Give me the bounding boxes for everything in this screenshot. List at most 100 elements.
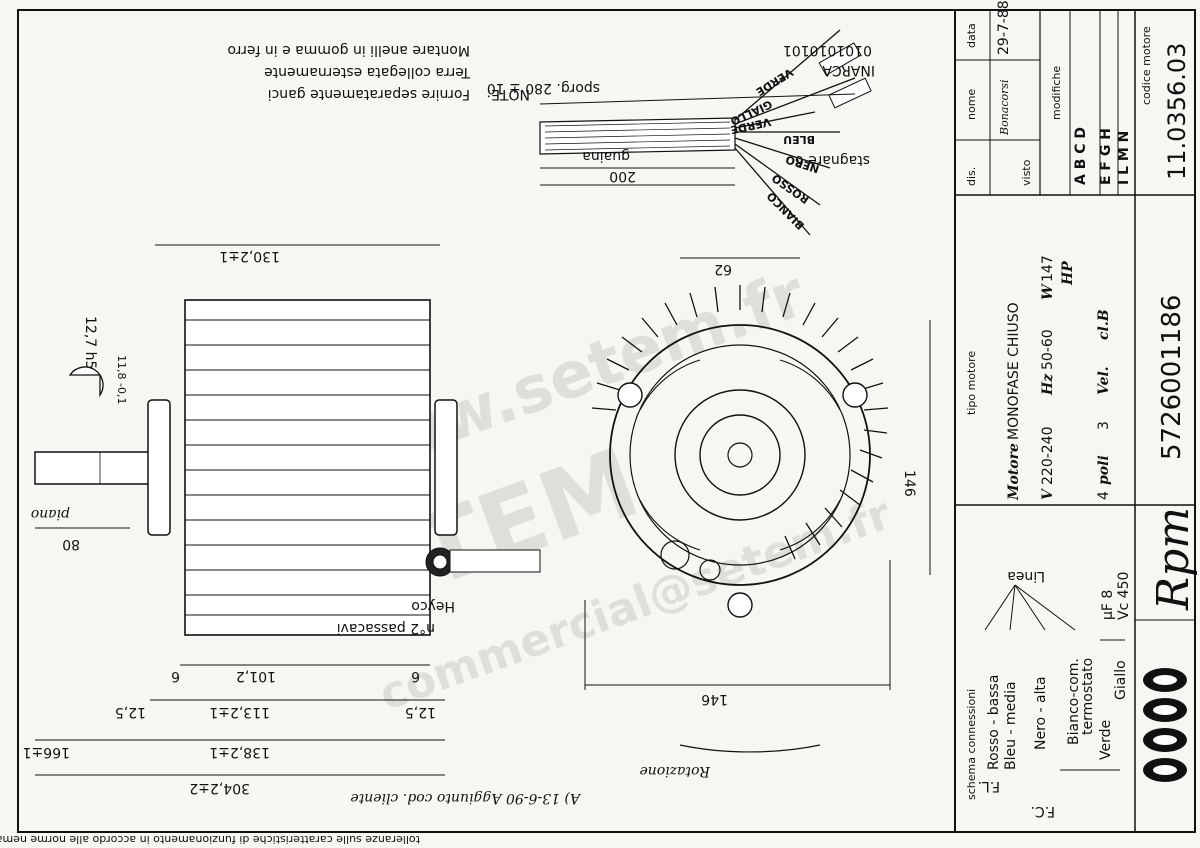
label-motore: Motore [1006, 443, 1022, 501]
label-inarca-code: 0101010101 [783, 42, 872, 58]
cable-bundle: VERDE GIALLO VERDE BLEU NERO ROSSO BIANC… [487, 29, 875, 236]
mod-row-2: E F G H [1098, 128, 1114, 185]
label-fc: F.C. [1031, 803, 1055, 819]
wire-label-bleu: BLEU [783, 133, 815, 146]
dim-sporg: sporg. 280 ± 10 [487, 80, 600, 96]
vel-value: 3 [1096, 421, 1112, 430]
label-codice-motore: codice motore [1140, 26, 1153, 105]
left-flange [147, 399, 171, 536]
designer-name: Bonacorsi [998, 79, 1011, 136]
revision-note: A) 13-6-90 Aggiunto cod. cliente [350, 790, 582, 806]
schema-wire-verde: Verde [1098, 720, 1114, 760]
dim-guaina-200: 200 [609, 168, 636, 184]
motor-fins [185, 319, 430, 616]
motor-front-view [591, 285, 889, 753]
codice-motore: 11.0356.03 [1163, 43, 1191, 180]
notes-block: Fornire separatamente ganci Terra colleg… [227, 42, 530, 102]
dim-stagnare: stagnare 6 [795, 152, 870, 168]
motor-side-view [34, 299, 541, 636]
dim-top-length: 130,2±1 [219, 248, 280, 264]
motor-body [184, 299, 431, 636]
design-date: 29-7-88 [996, 0, 1012, 55]
terminal-2 [828, 77, 872, 109]
note-line-1: Fornire separatamente ganci [268, 86, 470, 102]
schema-wire-rosso: Rosso - bassa [986, 675, 1002, 770]
label-modifiche: modifiche [1050, 66, 1063, 120]
note-line-2: Terra collegata esternamente [264, 64, 471, 80]
dim-flat: 80 [62, 536, 80, 552]
dim-body-length: 138,2±1 [209, 744, 270, 760]
mod-row-1: A B C D [1073, 127, 1089, 185]
label-guaina: guaina [582, 148, 630, 164]
label-voltage: V [1040, 487, 1056, 500]
label-tipo-motore: tipo motore [965, 351, 978, 415]
front-dimensions [584, 257, 931, 690]
label-hp: HP [1060, 261, 1076, 286]
terminal-1 [818, 42, 862, 76]
mount-hole-2 [842, 382, 868, 408]
drawing-frame [17, 9, 1196, 833]
front-mid-ring [629, 344, 851, 566]
label-inarca: INARCA [822, 62, 875, 78]
brand-logo: Rpm [1148, 507, 1199, 611]
schema-wiring-lines [984, 584, 1125, 771]
hz-value: 50-60 [1040, 329, 1056, 370]
dim-shaft-length: 166±1 [23, 744, 70, 760]
dim-step-left: 6 [171, 668, 180, 684]
label-hz: Hz [1040, 373, 1056, 396]
wire-bianco [734, 147, 811, 236]
wire-rosso [734, 143, 821, 206]
dim-side-right: 12,5 [405, 704, 436, 720]
dim-hole-spacing: 62 [714, 261, 732, 277]
dim-front-width: 146 [701, 691, 728, 707]
wire-giallo [734, 77, 856, 125]
wire-nero [734, 137, 831, 169]
label-passacavi-brand: Heyco [411, 598, 455, 614]
schema-wire-bleu: Bleu - media [1003, 681, 1019, 770]
label-vel: Vel. [1096, 366, 1112, 395]
front-shaft-hole [727, 442, 753, 468]
label-linea: Linea [1007, 568, 1045, 584]
watt-value: 147 [1040, 255, 1056, 282]
label-schema: schema connessioni [965, 689, 978, 800]
cooling-fins [591, 285, 889, 560]
dim-side-left: 12,5 [115, 704, 146, 720]
mount-hole-3 [727, 592, 753, 618]
dim-shaft-diameter: 12,7 h5 [82, 316, 98, 369]
side-cable [449, 549, 541, 573]
side-dim-labels: 130,2±1 304,2±2 166±1 138,2±1 113,2±1 10… [23, 248, 455, 796]
schema-wire-giallo: Giallo [1113, 660, 1129, 700]
title-block [954, 10, 1195, 832]
capacitor-vc: Vc 450 [1116, 572, 1132, 620]
poli-value: 4 [1096, 491, 1112, 500]
voltage-value: 220-240 [1040, 427, 1056, 486]
side-dimensions [35, 244, 445, 776]
header-data: data [965, 23, 978, 48]
motor-shaft [34, 451, 156, 485]
front-hub [699, 414, 781, 496]
rotation-arrow [679, 744, 821, 753]
capacitor-value: µF 8 [1100, 590, 1116, 620]
dim-overall-length: 304,2±2 [189, 780, 250, 796]
notes-title: NOTE: [486, 86, 530, 102]
label-fl: F.L. [977, 778, 1000, 794]
label-piano: piano [31, 506, 70, 522]
schema-termostato: termostato [1080, 658, 1096, 735]
dim-inner-length: 101,2 [236, 668, 276, 684]
label-passacavi: n°2 passacavi [337, 620, 435, 636]
motore-type: MONOFASE CHIUSO [1006, 302, 1022, 440]
wire-verde-1 [734, 29, 841, 121]
right-flange [434, 399, 458, 536]
header-nome: nome [965, 89, 978, 120]
wire-label-verde-1: VERDE [754, 65, 796, 98]
class-value: cl.B [1096, 309, 1112, 340]
dim-line-sporg [539, 93, 856, 105]
cable-entry [660, 540, 690, 570]
dim-ring-length: 113,2±1 [209, 704, 270, 720]
dim-step-right: 6 [411, 668, 420, 684]
front-inner-ring [674, 389, 806, 521]
label-poli: poli [1096, 455, 1112, 485]
dim-front-height: 146 [901, 470, 917, 497]
schema-wire-nero: Nero - alta [1033, 676, 1049, 750]
